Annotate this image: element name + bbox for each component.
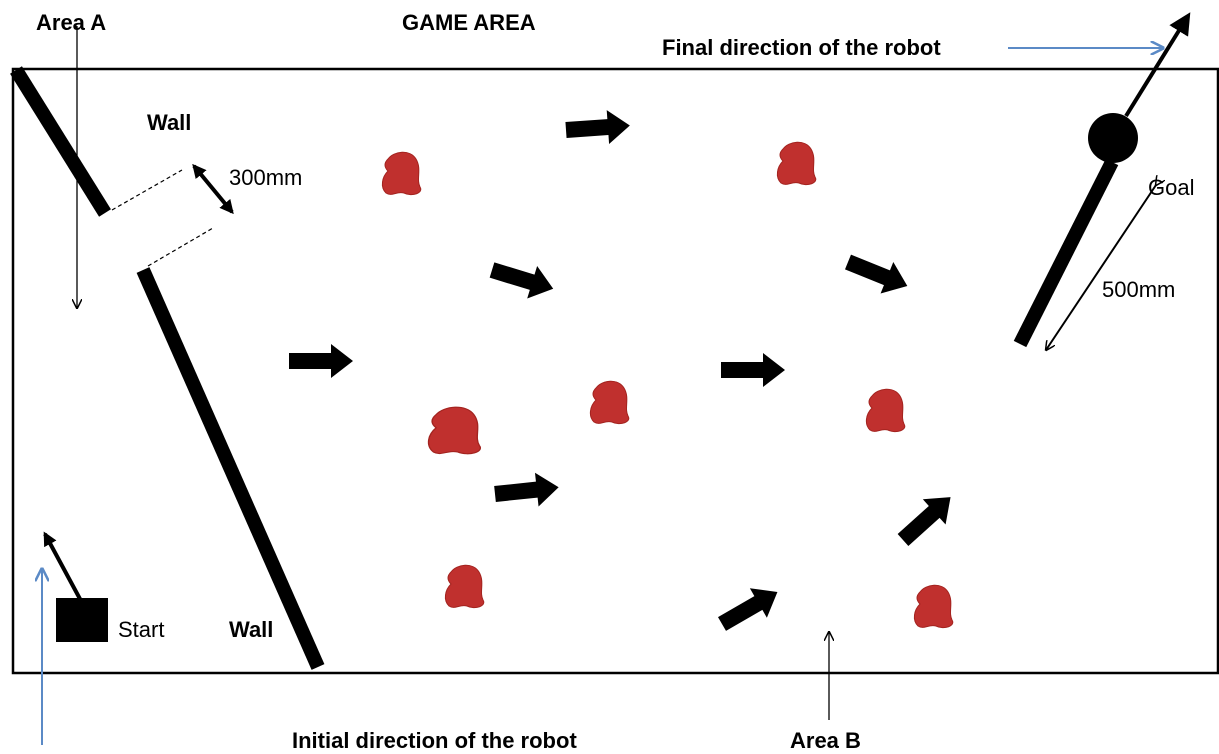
game-area-border bbox=[11, 67, 1219, 675]
path-arrow-icon bbox=[891, 484, 962, 553]
wall-top-left bbox=[10, 66, 111, 217]
gap-dashed-line-top bbox=[111, 169, 183, 211]
robot-goal-circle-icon bbox=[1088, 113, 1138, 163]
wall-goal bbox=[1013, 158, 1119, 348]
dimension-500mm-arrow bbox=[1046, 185, 1156, 350]
path-arrow-icon bbox=[713, 577, 786, 639]
wall-bottom-label: Wall bbox=[229, 617, 274, 642]
obstacle-red-blob-icon bbox=[427, 406, 482, 455]
dimension-300mm-arrow bbox=[192, 163, 234, 215]
area-b-label: Area B bbox=[790, 728, 861, 753]
wall-bottom-left bbox=[136, 267, 325, 670]
start-label: Start bbox=[118, 617, 165, 642]
distance-500mm-label: 500mm bbox=[1102, 277, 1176, 302]
gap-dashed-line-bottom bbox=[147, 227, 214, 267]
obstacle-red-blob-icon bbox=[444, 564, 485, 609]
game-area-title: GAME AREA bbox=[402, 10, 536, 35]
final-direction-label: Final direction of the robot bbox=[662, 35, 941, 60]
obstacle-red-blob-icon bbox=[589, 380, 630, 425]
final-direction-arrow bbox=[1124, 12, 1191, 118]
obstacle-red-blob-icon bbox=[913, 584, 954, 629]
start-direction-arrow bbox=[43, 531, 82, 600]
initial-direction-label: Initial direction of the robot bbox=[292, 728, 577, 753]
robot-start-square-icon bbox=[56, 598, 108, 642]
distance-300mm-label: 300mm bbox=[229, 165, 303, 190]
path-arrow-icon bbox=[493, 470, 561, 511]
path-arrow-icon bbox=[841, 246, 914, 302]
path-arrow-icon bbox=[487, 253, 559, 305]
goal-label: Goal bbox=[1148, 175, 1195, 200]
wall-top-label: Wall bbox=[147, 110, 192, 135]
area-a-label: Area A bbox=[36, 10, 107, 35]
path-arrow-icon bbox=[564, 108, 632, 147]
path-arrow-icon bbox=[289, 344, 353, 378]
obstacle-red-blob-icon bbox=[865, 388, 906, 433]
obstacle-red-blob-icon bbox=[381, 151, 422, 196]
obstacle-red-blob-icon bbox=[776, 141, 817, 186]
path-arrow-icon bbox=[721, 353, 785, 387]
